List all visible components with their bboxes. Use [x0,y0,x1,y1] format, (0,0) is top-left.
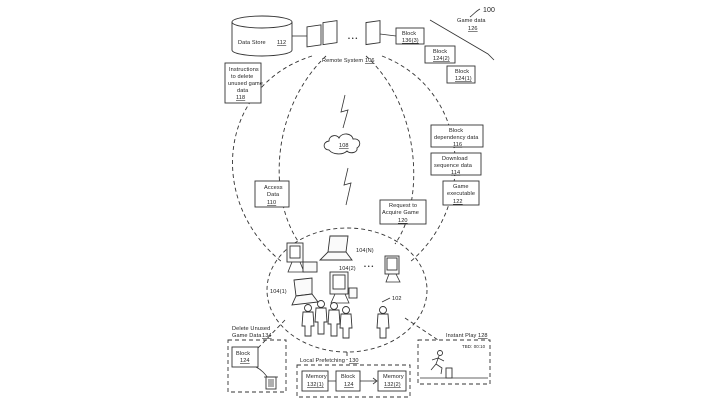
svg-text:122: 122 [453,199,463,205]
svg-text:116: 116 [453,142,462,148]
figure-number: 100 [483,7,495,14]
svg-text:Acquire Game: Acquire Game [382,210,419,216]
delete-block [231,346,259,368]
svg-text:118: 118 [236,95,245,101]
svg-text:dependency data: dependency data [434,135,479,141]
svg-text:Download: Download [442,156,468,162]
to-instant-play-connector [404,317,439,341]
remote-system: • • • Remote System 106 [306,20,381,64]
server-ellipsis: • • • [348,36,357,42]
block-124-1-label: Block [455,69,469,75]
svg-text:Request to: Request to [389,203,417,209]
svg-text:120: 120 [398,218,408,224]
svg-text:Game: Game [453,184,469,190]
game-data-label: Game data [457,18,486,24]
device-cluster-boundary [266,227,428,353]
svg-text:108: 108 [339,143,349,149]
svg-text:Memory: Memory [383,374,404,380]
data-store-label: Data Store [238,40,266,46]
game-data-ref: 126 [468,26,478,32]
svg-text:data: data [237,88,249,94]
game-executable-box: Game executable 122 [442,180,480,206]
svg-text:132(2): 132(2) [384,382,401,388]
svg-text:114: 114 [451,170,460,176]
block-124-1 [446,65,476,84]
request-box: Request to Acquire Game 120 [379,199,427,225]
figure-number-arrow [469,8,481,18]
access-data-box: Access Data 110 [254,180,290,208]
svg-text:Block: Block [236,351,250,357]
remote-system-label: Remote System [322,58,363,64]
devices: • • • 104(2) 104(N) 104(1) 102 [270,235,402,306]
block-136-3 [395,27,425,45]
block-124-2-label: Block [433,49,447,55]
network-cloud: 108 [323,133,361,155]
trash-icon [264,376,278,390]
game-data-group: Game data 126 Block 136(3) Block 124(2) … [379,18,495,84]
lightning-bolt-bottom [343,167,352,206]
svg-text:132(1): 132(1) [307,382,324,388]
data-store-ref: 112 [277,40,286,46]
server-block-link [379,33,397,37]
svg-text:executable: executable [447,191,475,197]
running-figure-icon [430,350,445,375]
game-data-brace [429,19,495,61]
phone-center [348,287,358,299]
download-sequence-box: Download sequence data 114 [430,152,482,176]
device-label-104-1: 104(1) [270,289,287,295]
svg-text:110: 110 [267,200,276,206]
obstacle [445,367,453,379]
svg-text:124: 124 [240,358,250,364]
svg-text:to delete: to delete [231,74,253,80]
svg-text:130: 130 [349,358,359,364]
svg-text:Instant Play: Instant Play [446,333,477,339]
svg-text:128: 128 [478,333,488,339]
instructions-box: Instructions to delete unused game data … [224,62,263,104]
svg-text:134: 134 [262,333,272,339]
laptop-left [293,277,313,297]
communication-arcs [232,55,456,263]
svg-text:124: 124 [344,382,354,388]
svg-text:Access: Access [264,185,283,191]
device-ellipsis: • • • [364,264,373,270]
svg-text:Game Data: Game Data [232,333,262,339]
data-store: Data Store 112 [231,15,293,57]
users-pointer [381,297,391,303]
svg-text:unused game: unused game [228,81,263,87]
instant-play-time: TBD: 00:10 [462,344,486,349]
local-prefetching-panel: Local Prefetching 130 Memory 132(1) Bloc… [296,358,411,398]
svg-text:Block: Block [341,374,355,380]
block-136-3-ref: 136(3) [402,38,419,44]
svg-text:Block: Block [449,128,463,134]
device-label-104-n: 104(N) [356,248,374,254]
svg-text:Local Prefetching: Local Prefetching [300,358,345,364]
block-dependency-box: Block dependency data 116 [430,124,484,148]
remote-system-ref: 106 [365,58,375,64]
laptop-top [327,235,349,253]
users-group [301,300,390,339]
svg-text:Data: Data [267,192,280,198]
lightning-bolt-top [340,94,349,129]
memory-right-box [377,370,407,392]
svg-text:Delete Unused: Delete Unused [232,326,270,332]
svg-text:sequence data: sequence data [434,163,473,169]
tablet-left [302,261,318,273]
svg-text:Memory: Memory [306,374,327,380]
block-124-2-ref: 124(2) [433,56,450,62]
delete-unused-panel: Delete Unused Game Data 134 Block 124 [227,326,287,393]
delete-arrow [255,366,269,379]
instant-play-panel: Instant Play 128 TBD: 00:10 [417,333,491,385]
users-label-102: 102 [392,296,402,302]
device-label-104-2: 104(2) [339,266,356,272]
block-124-1-ref: 124(1) [455,76,472,82]
svg-text:Instructions: Instructions [229,67,259,73]
block-136-3-label: Block [402,31,416,37]
block-124-2 [424,45,456,64]
